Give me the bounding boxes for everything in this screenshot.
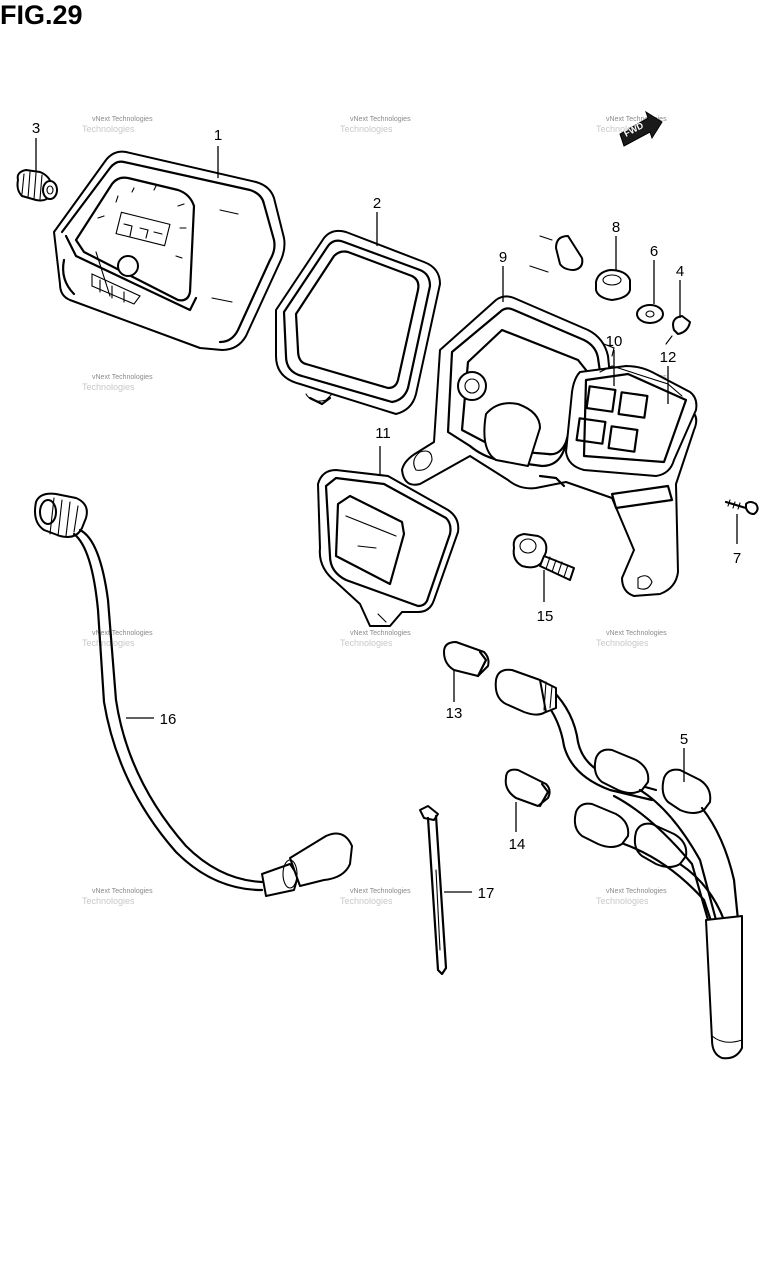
callout-13: 13 [446,705,463,722]
part-7-screw [724,499,759,515]
callout-1: 1 [214,127,222,144]
part-8-grommet [595,269,631,301]
part-2-meter-lens [275,229,441,415]
callout-3: 3 [32,120,40,137]
callout-16: 16 [160,711,177,728]
callout-7: 7 [733,550,741,567]
svg-text:vNext Technologies: vNext Technologies [350,630,411,637]
part-3-cable-nut [16,169,58,202]
indicator-window-4 [607,425,639,453]
svg-text:vNext Technologies: vNext Technologies [92,888,153,895]
callout-10: 10 [606,333,623,350]
leader-lines [35,138,738,893]
callout-15: 15 [537,608,554,625]
callout-8: 8 [612,219,620,236]
svg-text:Technologies: Technologies [82,382,135,392]
svg-text:vNext Technologies: vNext Technologies [350,116,411,123]
svg-text:vNext Technologies: vNext Technologies [92,374,153,381]
indicator-window-3 [575,417,607,445]
part-10-indicator-panel [565,365,698,477]
part-4-clip [665,315,691,345]
svg-text:Technologies: Technologies [340,124,393,134]
svg-text:vNext Technologies: vNext Technologies [606,888,667,895]
part-13-bulb [443,641,490,678]
svg-text:vNext Technologies: vNext Technologies [606,116,667,123]
svg-text:Technologies: Technologies [82,896,135,906]
callout-labels: 3 1 2 9 8 6 4 10 12 11 7 15 13 14 5 16 1… [32,120,741,902]
figure-title: FIG.29 [0,0,83,30]
part-16-speedometer-cable [34,492,353,897]
socket-bulb-top [529,235,584,273]
svg-text:Technologies: Technologies [340,638,393,648]
svg-text:vNext Technologies: vNext Technologies [350,888,411,895]
indicator-window-2 [617,391,649,419]
part-6-washer [636,304,664,324]
callout-17: 17 [478,885,495,902]
svg-text:vNext Technologies: vNext Technologies [92,630,153,637]
svg-text:Technologies: Technologies [596,124,649,134]
svg-text:Technologies: Technologies [340,896,393,906]
svg-text:Technologies: Technologies [596,896,649,906]
svg-text:vNext Technologies: vNext Technologies [92,116,153,123]
svg-text:vNext Technologies: vNext Technologies [606,630,667,637]
callout-14: 14 [509,836,526,853]
part-15-bolt [512,533,575,581]
callout-4: 4 [676,263,684,280]
callout-5: 5 [680,731,688,748]
part-9-meter-case [401,295,698,597]
svg-text:Technologies: Technologies [82,638,135,648]
part-1-speedometer-assembly [53,150,286,351]
callout-2: 2 [373,195,381,212]
callout-12: 12 [660,349,677,366]
indicator-window-1 [585,385,617,413]
svg-text:Technologies: Technologies [82,124,135,134]
callout-9: 9 [499,249,507,266]
part-5-wiring-harness [494,668,743,1060]
callout-11: 11 [375,425,391,442]
part-17-cable-tie [419,805,448,976]
callout-6: 6 [650,243,658,260]
svg-text:Technologies: Technologies [596,638,649,648]
part-11-display-unit [317,469,460,627]
part-14-bulb [504,768,551,808]
